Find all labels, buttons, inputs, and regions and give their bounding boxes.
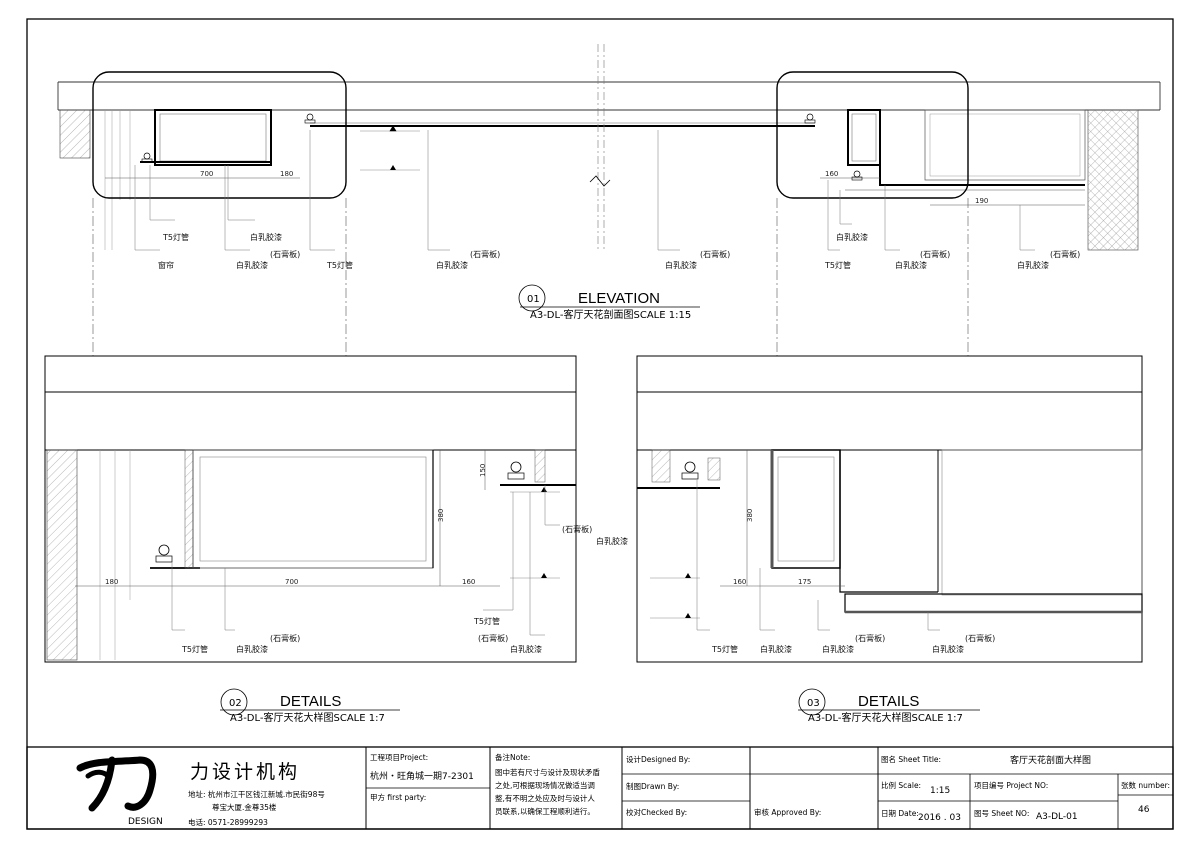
label-gypsum: (石膏板) <box>270 633 300 643</box>
note-text-4: 员联系,以确保工程顺利进行。 <box>495 806 595 816</box>
title-block: DESIGN 力设计机构 地址: 杭州市江干区钱江新城.市民街98号 尊宝大厦.… <box>26 746 1174 830</box>
t5-lamp-icon <box>155 544 173 563</box>
note-text-3: 整,有不明之处应及时与设计人 <box>495 793 595 803</box>
label-latex: 白乳胶漆 <box>250 232 282 242</box>
label-latex: 白乳胶漆 <box>895 260 927 270</box>
label-latex: 白乳胶漆 <box>596 536 628 546</box>
label-gypsum: (石膏板) <box>855 633 885 643</box>
dim-700: 700 <box>200 170 213 178</box>
label-gypsum: (石膏板) <box>478 633 508 643</box>
note-text-1: 图中若有尺寸与设计及现状矛盾 <box>495 767 600 777</box>
t5-lamp-icon <box>804 113 816 124</box>
t5-lamp-icon <box>507 461 525 480</box>
project-no-label: 项目编号 Project NO: <box>974 780 1048 790</box>
title-sub: A3-DL-客厅天花剖面图SCALE 1:15 <box>530 308 691 321</box>
company-address-2: 尊宝大厦.金尊35楼 <box>212 802 277 812</box>
dim-380: 380 <box>437 509 445 522</box>
dim-190: 190 <box>975 197 988 205</box>
details-right-section: 160 175 380 T5灯管 白乳胶漆 (石膏板) 白乳胶漆 (石膏板) 白… <box>636 355 1143 663</box>
date-value: 2016 . 03 <box>918 813 961 823</box>
project-value: 杭州・旺角城一期7-2301 <box>370 770 474 782</box>
approved-label: 审核 Approved By: <box>754 807 821 817</box>
project-label: 工程项目Project: <box>370 753 428 762</box>
label-gypsum: (石膏板) <box>470 249 500 259</box>
title-num: 03 <box>807 698 820 709</box>
dim-380: 380 <box>746 509 754 522</box>
label-gypsum: (石膏板) <box>1050 249 1080 259</box>
label-gypsum: (石膏板) <box>562 524 592 534</box>
note-label: 备注Note: <box>495 752 530 762</box>
company-name: 力设计机构 <box>190 761 300 783</box>
dim-160: 160 <box>462 578 475 586</box>
title-num: 01 <box>527 294 540 305</box>
details-left-section: 180 700 160 380 150 T5灯管 白乳胶漆 (石膏板) T5灯管… <box>44 355 628 663</box>
dim-160: 160 <box>733 578 746 586</box>
label-latex: 白乳胶漆 <box>236 260 268 270</box>
brand-logo-icon <box>76 756 157 812</box>
elevation-section: 700 180 160 190 <box>57 44 1161 356</box>
first-party-label: 甲方 first party: <box>370 792 426 802</box>
details-right-title: 03 DETAILS A3-DL-客厅天花大样图SCALE 1:7 <box>798 688 980 724</box>
label-t5: T5灯管 <box>181 644 208 654</box>
sheet-border <box>26 18 1174 830</box>
t5-lamp-icon <box>304 113 316 124</box>
label-latex: 白乳胶漆 <box>436 260 468 270</box>
checked-label: 校对Checked By: <box>626 807 687 817</box>
sheet-no-value: A3-DL-01 <box>1036 812 1078 822</box>
label-latex: 白乳胶漆 <box>822 644 854 654</box>
label-latex: 白乳胶漆 <box>836 232 868 242</box>
dim-175: 175 <box>798 578 811 586</box>
count-value: 46 <box>1138 805 1150 815</box>
dim-180: 180 <box>105 578 118 586</box>
label-latex: 白乳胶漆 <box>1017 260 1049 270</box>
label-gypsum: (石膏板) <box>270 249 300 259</box>
scale-label: 比例 Scale: <box>881 780 921 790</box>
title-name: DETAILS <box>858 693 919 710</box>
note-text-2: 之处,可根据现场情况做适当调 <box>495 780 595 790</box>
count-label: 张数 number: <box>1121 780 1170 790</box>
label-latex: 白乳胶漆 <box>760 644 792 654</box>
logo-text: DESIGN <box>128 817 163 827</box>
label-gypsum: (石膏板) <box>920 249 950 259</box>
dim-160: 160 <box>825 170 838 178</box>
title-num: 02 <box>229 698 242 709</box>
elevation-title: 01 ELEVATION A3-DL-客厅天花剖面图SCALE 1:15 <box>518 284 700 321</box>
label-t5: T5灯管 <box>326 260 353 270</box>
designed-label: 设计Designed By: <box>626 754 690 764</box>
label-gypsum: (石膏板) <box>700 249 730 259</box>
title-name: DETAILS <box>280 693 341 710</box>
label-latex: 白乳胶漆 <box>665 260 697 270</box>
dim-150: 150 <box>479 464 487 477</box>
title-name: ELEVATION <box>578 290 660 307</box>
title-sub: A3-DL-客厅天花大样图SCALE 1:7 <box>808 711 963 724</box>
sheet-title-label: 图名 Sheet Title: <box>881 754 941 764</box>
drawn-label: 制图Drawn By: <box>626 781 679 791</box>
label-latex: 白乳胶漆 <box>932 644 964 654</box>
t5-lamp-icon <box>141 152 153 163</box>
label-latex: 白乳胶漆 <box>510 644 542 654</box>
label-gypsum: (石膏板) <box>965 633 995 643</box>
label-t5: T5灯管 <box>473 616 500 626</box>
company-address-1: 地址: 杭州市江干区钱江新城.市民街98号 <box>188 789 325 799</box>
label-t5: T5灯管 <box>824 260 851 270</box>
label-t5: T5灯管 <box>711 644 738 654</box>
sheet-no-label: 图号 Sheet NO: <box>974 809 1029 818</box>
label-latex: 白乳胶漆 <box>236 644 268 654</box>
dim-700: 700 <box>285 578 298 586</box>
t5-lamp-icon <box>851 170 863 181</box>
label-curtain: 窗帘 <box>158 260 174 270</box>
label-t5: T5灯管 <box>162 232 189 242</box>
date-label: 日期 Date: <box>881 809 919 818</box>
scale-value: 1:15 <box>930 786 950 796</box>
dim-180: 180 <box>280 170 293 178</box>
title-sub: A3-DL-客厅天花大样图SCALE 1:7 <box>230 711 385 724</box>
t5-lamp-icon <box>681 461 699 480</box>
sheet-title-value: 客厅天花剖面大样图 <box>1010 754 1091 766</box>
company-phone: 电话: 0571-28999293 <box>188 817 268 827</box>
details-left-title: 02 DETAILS A3-DL-客厅天花大样图SCALE 1:7 <box>220 688 400 724</box>
